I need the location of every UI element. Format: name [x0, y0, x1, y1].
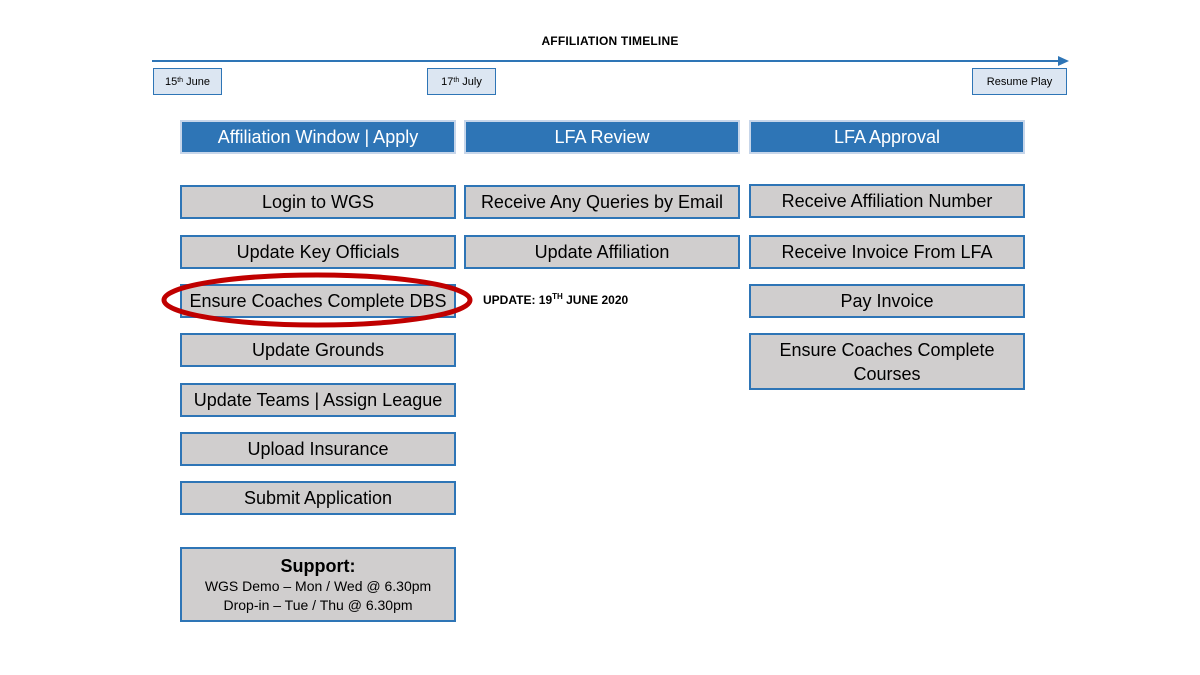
milestone-month: July — [459, 75, 482, 88]
step-pay-invoice: Pay Invoice — [749, 284, 1025, 318]
step-login-to-wgs: Login to WGS — [180, 185, 456, 219]
update-note: UPDATE: 19TH JUNE 2020 — [483, 292, 629, 308]
step-update-grounds: Update Grounds — [180, 333, 456, 367]
milestone-month: June — [183, 75, 210, 88]
step-ensure-coaches-courses: Ensure Coaches Complete Courses — [749, 333, 1025, 390]
step-upload-insurance: Upload Insurance — [180, 432, 456, 466]
update-note-prefix: UPDATE: 19 — [483, 293, 553, 307]
step-receive-invoice: Receive Invoice From LFA — [749, 235, 1025, 269]
milestone-day: 15 — [164, 75, 178, 88]
milestone-resume-play: Resume Play — [972, 68, 1067, 95]
support-title: Support: — [280, 556, 356, 576]
step-update-affiliation: Update Affiliation — [464, 235, 740, 269]
support-line-dropin: Drop-in – Tue / Thu @ 6.30pm — [223, 597, 413, 613]
timeline-arrow — [152, 56, 1069, 66]
column-header-apply: Affiliation Window | Apply — [180, 120, 456, 154]
step-ensure-coaches-dbs: Ensure Coaches Complete DBS — [180, 284, 456, 318]
timeline-title: AFFILIATION TIMELINE — [541, 34, 679, 48]
column-header-review: LFA Review — [464, 120, 740, 154]
support-line-demo: WGS Demo – Mon / Wed @ 6.30pm — [204, 578, 432, 594]
update-note-suffix: JUNE 2020 — [562, 293, 629, 307]
column-header-approval: LFA Approval — [749, 120, 1025, 154]
step-update-key-officials: Update Key Officials — [180, 235, 456, 269]
milestone-day: 17 — [441, 75, 454, 88]
update-note-ordinal: TH — [552, 292, 563, 301]
support-box: Support: WGS Demo – Mon / Wed @ 6.30pm D… — [180, 547, 456, 622]
step-submit-application: Submit Application — [180, 481, 456, 515]
milestone-label: Resume Play — [986, 75, 1053, 88]
step-receive-queries: Receive Any Queries by Email — [464, 185, 740, 219]
step-update-teams: Update Teams | Assign League — [180, 383, 456, 417]
step-receive-affiliation-number: Receive Affiliation Number — [749, 184, 1025, 218]
